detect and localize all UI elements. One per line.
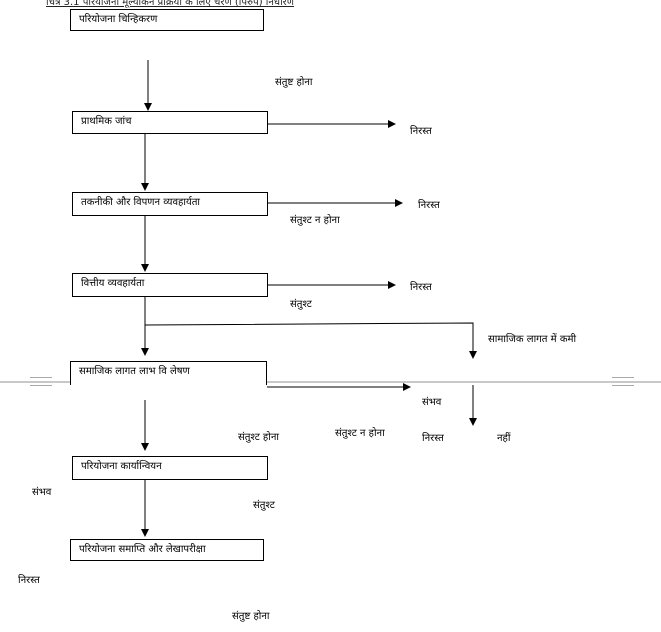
label-not-satisfied-1: संतुश्ट न होना — [290, 215, 340, 226]
right-margin-marker — [612, 377, 634, 386]
label-rejected-1: निरस्त — [410, 126, 432, 137]
box-project-completion-audit: परियोजना समाप्ति और लेखापरीक्षा — [70, 539, 264, 561]
box-financial-viability: वित्तीय व्यवहार्यता — [72, 273, 268, 297]
label-rejected-5: निरस्त — [18, 575, 40, 586]
box-preliminary-check: प्राथमिक जांच — [72, 111, 268, 134]
box-social-cost-benefit: समाजिक लागत लाभ वि लेषण — [70, 361, 267, 385]
label-possible-2: संभव — [32, 487, 52, 498]
label-satisfied-4: संतुश्ट — [253, 500, 275, 511]
arrow-social-cost-branch — [144, 322, 477, 359]
box-project-implementation: परियोजना कार्यान्वियन — [72, 456, 268, 480]
box-project-identification: परियोजना चिन्हिकरण — [70, 9, 264, 31]
label-satisfied-5: संतुष्ट होना — [232, 611, 270, 622]
label-reduce-social-cost: सामाजिक लागत में कमी — [488, 334, 577, 345]
box-technical-marketing: तकनीकी और विपणन व्यवहार्यता — [72, 192, 268, 216]
label-satisfied-2: संतुश्ट — [290, 299, 312, 310]
label-not-satisfied-2: संतुश्ट न होना — [335, 428, 385, 439]
label-satisfied-3: संतुश्ट होना — [238, 432, 279, 443]
left-margin-marker — [30, 377, 52, 386]
label-rejected-4: निरस्त — [422, 433, 444, 444]
label-possible-1: संभव — [422, 397, 442, 408]
header-caption: चित्र 3.1 परियोजना मूल्यांकन प्रक्रिया क… — [46, 0, 294, 8]
page-break-line — [0, 381, 661, 383]
label-no: नहीं — [497, 433, 511, 444]
label-rejected-2: निरस्त — [418, 200, 440, 211]
label-satisfied-1: संतुष्ट होना — [275, 77, 313, 88]
label-rejected-3: निरस्त — [410, 282, 432, 293]
